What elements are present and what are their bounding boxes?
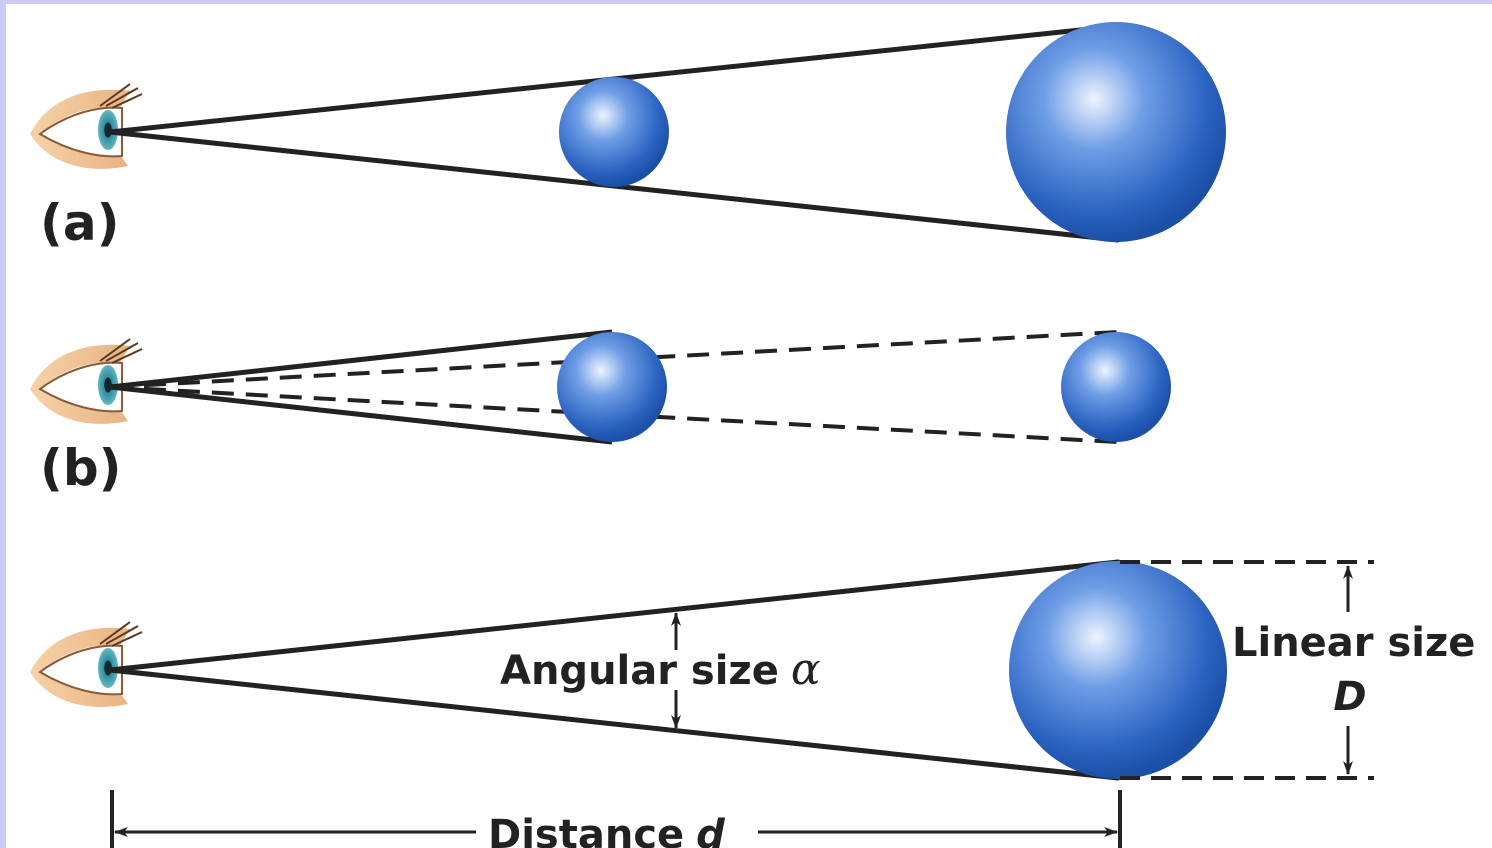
sphere-icon [1061,332,1171,442]
solid-ray-top [109,329,613,390]
panel-label-a: (a) [40,194,119,252]
linear-size-label: Linear size [1232,620,1475,666]
sphere-icon [559,77,669,187]
sphere-icon [1006,22,1226,242]
linear-size-symbol: D [1333,674,1366,720]
eye-icon [29,621,143,708]
eye-icon [29,338,143,425]
sphere-icon [557,332,667,442]
eye-icon [29,83,143,170]
panel-b: (b) [29,329,1171,497]
solid-ray-bottom [109,384,613,445]
panel-label-b: (b) [40,439,122,497]
sphere-icon [1009,561,1227,779]
panel-a: (a) [29,22,1226,252]
